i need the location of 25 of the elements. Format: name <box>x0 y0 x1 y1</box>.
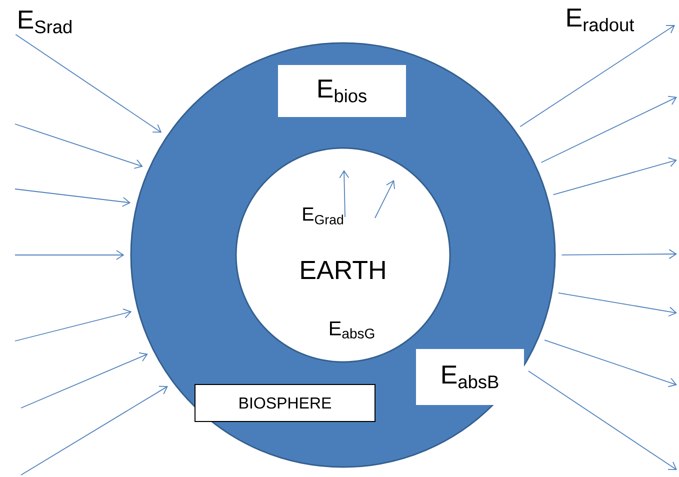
arrow <box>544 340 677 388</box>
arrow <box>14 124 143 169</box>
arrow <box>15 34 162 133</box>
arrow <box>558 292 677 317</box>
earth-label: EARTH <box>301 261 385 279</box>
arrow <box>561 249 678 260</box>
label-box: E$_{absB}$ <box>416 349 524 405</box>
arrow <box>552 157 677 196</box>
earth-label: E$_{absG}$ <box>330 322 374 338</box>
label-box: BIOSPHERE <box>194 384 376 422</box>
node-label: E$_{absB}$ <box>442 366 498 388</box>
arrow <box>528 370 677 470</box>
arrow <box>14 250 124 260</box>
arrow <box>374 180 395 218</box>
energy-label: E$_{Srad}$ <box>19 10 72 34</box>
arrow <box>540 96 677 163</box>
arrow <box>14 308 132 342</box>
earth-label: E$_{Grad}$ <box>303 208 344 224</box>
label-box: E$_{bios}$ <box>278 65 406 117</box>
energy-label: E$_{radout}$ <box>567 8 634 32</box>
arrow <box>20 352 148 408</box>
arrow <box>14 188 131 207</box>
arrow <box>339 170 350 218</box>
arrow <box>20 386 168 476</box>
arrow <box>520 25 675 128</box>
